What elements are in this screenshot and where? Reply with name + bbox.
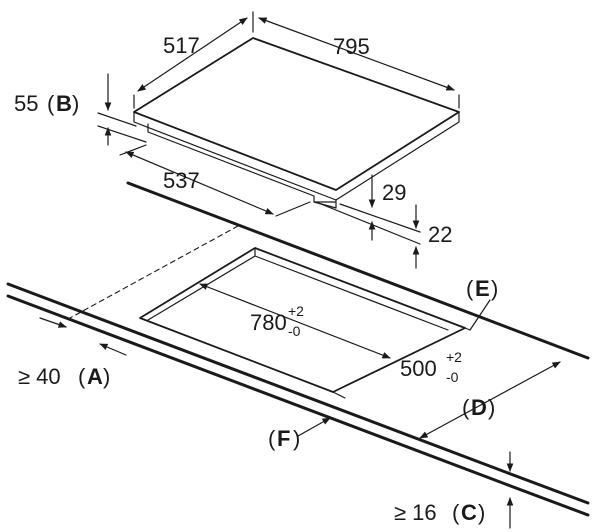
dim-hob-depth: 517 <box>163 33 200 58</box>
dim-top-lines <box>133 11 460 109</box>
dim-cutout-width-line <box>199 283 391 359</box>
ref-e-label: E <box>475 276 490 301</box>
ref-f-leader <box>297 417 331 437</box>
dim-cutout-width-tol-plus: +2 <box>288 303 304 319</box>
ref-d-label: D <box>471 395 487 420</box>
dim-front-overhang: 537 <box>163 168 200 193</box>
paren-open-b: ( <box>47 91 55 116</box>
countertop-back-edge <box>126 181 590 360</box>
dim-cutout-depth-lines <box>332 327 561 439</box>
paren-open-d: ( <box>462 395 470 420</box>
dim-cutout-depth: 500 <box>400 356 437 381</box>
ref-a-label: A <box>87 364 103 389</box>
paren-close-f: ) <box>293 426 300 451</box>
projection-line <box>69 225 239 319</box>
dim-hob-width: 795 <box>333 34 370 59</box>
paren-close-a: ) <box>103 364 110 389</box>
countertop-front-top-edge <box>6 282 510 475</box>
countertop <box>6 181 590 517</box>
dim-rim-to-frame: 29 <box>382 180 406 205</box>
ref-f-label: F <box>277 426 290 451</box>
dim-frame-lines <box>315 174 421 269</box>
paren-close-d: ) <box>488 395 495 420</box>
paren-close-e: ) <box>491 276 498 301</box>
dim-hob-height-lines <box>97 73 147 146</box>
dim-frame-height: 22 <box>428 222 452 247</box>
dim-front-gap-lines <box>39 317 127 356</box>
ref-e-leader <box>469 299 491 331</box>
dim-cutout-depth-tol-minus: -0 <box>446 369 459 385</box>
paren-close-c: ) <box>478 500 485 525</box>
countertop-right-bottom <box>506 483 590 517</box>
dim-cutout-width: 780 <box>250 310 287 335</box>
paren-open-e: ( <box>466 276 474 301</box>
hob-frame-body <box>147 123 337 203</box>
ref-b-label: B <box>56 91 72 116</box>
countertop-right-top <box>506 471 590 505</box>
dim-cutout-depth-tol-plus: +2 <box>446 349 462 365</box>
paren-close-b: ) <box>72 91 79 116</box>
paren-open-c: ( <box>452 500 460 525</box>
dim-cutout-width-tol-minus: -0 <box>288 323 301 339</box>
dim-front-overhang-lines <box>119 144 311 217</box>
paren-open-f: ( <box>268 426 276 451</box>
ref-c-label: C <box>461 500 477 525</box>
dim-front-gap-symbol: ≥ 40 <box>18 364 61 389</box>
hob-frame-corner <box>313 199 337 209</box>
dim-thickness-symbol: ≥ 16 <box>394 500 437 525</box>
paren-open-a: ( <box>78 364 86 389</box>
countertop-front-bottom-edge <box>6 294 510 487</box>
dim-hob-height-value: 55 <box>14 91 38 116</box>
